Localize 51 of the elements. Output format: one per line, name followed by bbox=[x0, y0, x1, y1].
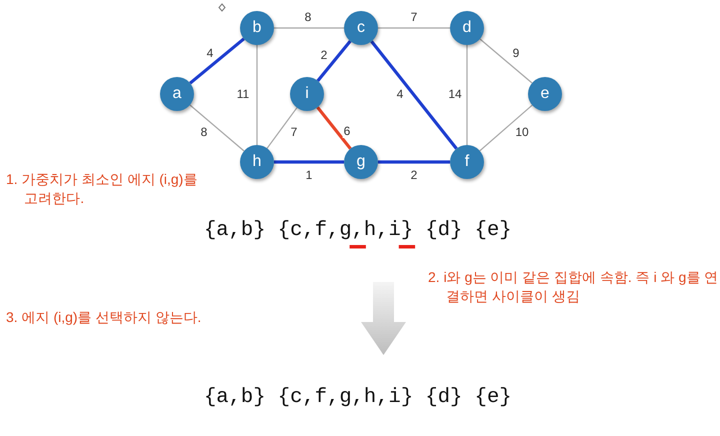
edge-weight: 9 bbox=[512, 46, 520, 60]
edge-line bbox=[266, 107, 298, 149]
step-note: 2. i와 g는 이미 같은 집합에 속함. 즉 i 와 g를 연결하면 사이클이 생김 bbox=[428, 268, 720, 306]
graph-node bbox=[450, 11, 484, 45]
edge-weight: 14 bbox=[447, 87, 463, 101]
edge-weight: 2 bbox=[320, 48, 328, 62]
edge-line bbox=[378, 160, 450, 164]
edge-line bbox=[189, 38, 245, 84]
edge-weight: 11 bbox=[236, 87, 250, 101]
graph-node bbox=[160, 77, 194, 111]
node-label: a bbox=[172, 86, 182, 102]
edge-weight: 1 bbox=[304, 168, 314, 182]
edge-weight: 4 bbox=[206, 46, 214, 60]
graph-node bbox=[344, 11, 378, 45]
node-label: h bbox=[252, 154, 262, 170]
graph-node bbox=[290, 77, 324, 111]
node-label: f bbox=[464, 154, 470, 170]
node-label: e bbox=[540, 86, 550, 102]
graph-node bbox=[528, 77, 562, 111]
graph-node bbox=[240, 145, 274, 179]
node-label: i bbox=[305, 86, 309, 102]
edge-weight: 4 bbox=[396, 87, 404, 101]
edge-weight: 8 bbox=[304, 10, 312, 24]
graph-node bbox=[240, 11, 274, 45]
edge-line bbox=[316, 106, 352, 150]
edge-line bbox=[370, 40, 458, 150]
edge-weight: 2 bbox=[410, 168, 418, 182]
set-notation: {a,b} {c,f,g,h,i} {d} {e} bbox=[204, 386, 512, 410]
step-note: 3. 에지 (i,g)를 선택하지 않는다. bbox=[6, 308, 202, 327]
edge-line bbox=[256, 45, 258, 145]
edge-line bbox=[466, 45, 468, 145]
edge-line bbox=[274, 160, 344, 164]
edge-line bbox=[316, 40, 352, 82]
graph-node bbox=[450, 145, 484, 179]
node-label: g bbox=[356, 154, 366, 170]
edge-weight: 7 bbox=[410, 10, 418, 24]
node-label: d bbox=[462, 20, 472, 36]
edge-line bbox=[480, 38, 532, 84]
edge-line bbox=[479, 104, 533, 152]
edge-weight: 10 bbox=[514, 125, 530, 139]
edge-weight: 7 bbox=[290, 125, 298, 139]
node-label: b bbox=[252, 20, 262, 36]
edge-weight: 8 bbox=[200, 125, 208, 139]
node-label: c bbox=[357, 20, 365, 36]
edge-weight: 6 bbox=[342, 124, 352, 138]
set-notation: {a,b} {c,f,g,h,i} {d} {e} bbox=[204, 219, 512, 243]
edge-line bbox=[190, 104, 244, 152]
edge-line bbox=[378, 27, 450, 29]
graph-node bbox=[344, 145, 378, 179]
step-note: 1. 가중치가 최소인 에지 (i,g)를 고려한다. bbox=[6, 170, 198, 208]
edge-line bbox=[274, 27, 344, 29]
